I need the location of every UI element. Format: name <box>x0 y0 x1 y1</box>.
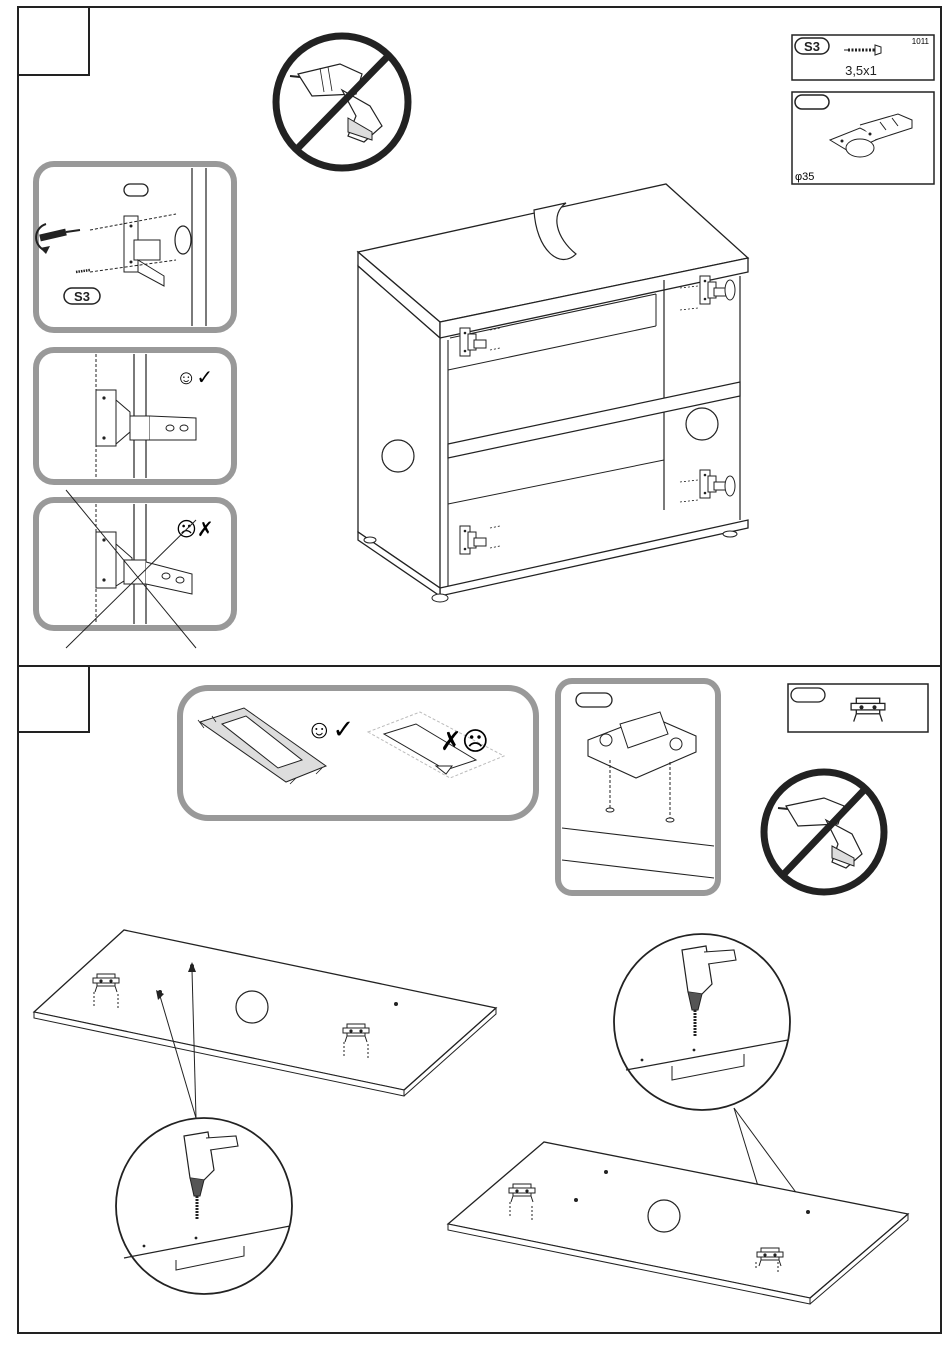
wrong-hinge-alignment-detail: ☹✗ <box>36 500 234 628</box>
drilling-detail <box>116 1118 292 1294</box>
mounting-plate-detail <box>558 681 718 893</box>
screw-parts-box: S3 1011 3,5x1 <box>792 35 934 80</box>
hinge-diameter-label: φ35 <box>795 171 814 183</box>
hinge-code-badge-detail <box>124 184 148 196</box>
bottom-panel-board <box>448 1142 908 1304</box>
screw-size-label: 3,5x1 <box>845 63 877 78</box>
no-power-drill-icon <box>764 772 884 892</box>
part-number-label: 1011 <box>912 37 930 46</box>
step1-number-box <box>18 7 89 75</box>
screw-code-label: S3 <box>804 39 820 54</box>
step2-number-box <box>18 666 89 732</box>
top-panel-board <box>34 930 496 1118</box>
no-power-drill-icon <box>276 36 408 168</box>
wrong-symbol: ☹✗ <box>176 519 214 541</box>
hinge-code-badge <box>795 95 829 109</box>
hinge-parts-box: φ35 <box>792 92 934 184</box>
cabinet-illustration <box>358 184 748 602</box>
plate-parts-box <box>788 684 928 732</box>
wrong-symbol: ✗☹ <box>440 726 489 756</box>
correct-hinge-alignment-detail: ☺✓ <box>36 350 234 482</box>
plate-code-badge <box>791 688 825 702</box>
detail-screw-code-label: S3 <box>74 289 90 304</box>
correct-symbol: ☺✓ <box>176 367 213 389</box>
plate-code-badge <box>576 693 612 707</box>
hinge-screw-detail: S3 <box>36 164 234 330</box>
correct-symbol: ☺✓ <box>306 714 354 744</box>
work-surface-detail: ☺✓ ✗☹ <box>180 688 536 818</box>
